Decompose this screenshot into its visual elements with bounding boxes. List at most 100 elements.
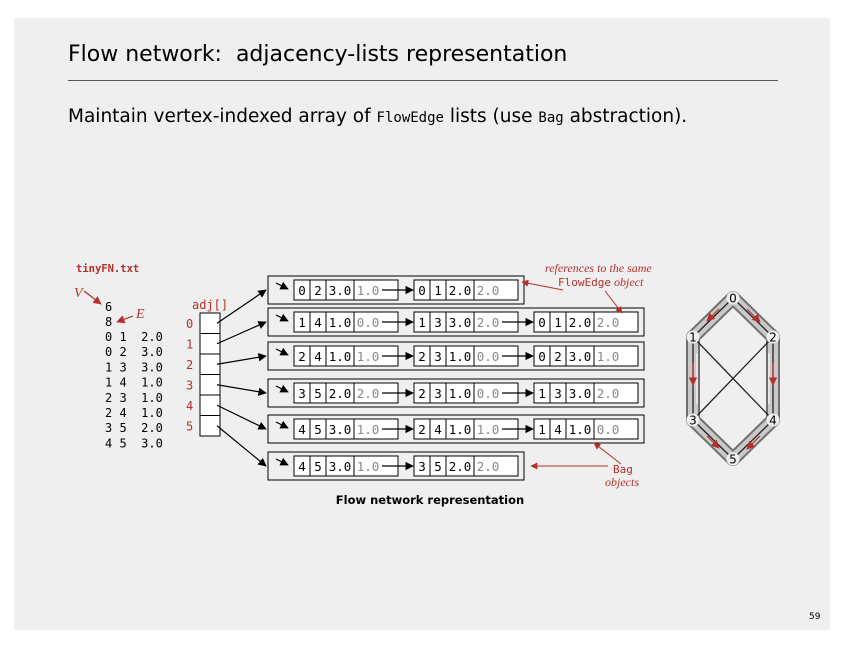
annotation-references: references to the same xyxy=(545,261,652,275)
edge-from: 2 xyxy=(418,349,426,364)
edge-flow: 2.0 xyxy=(597,315,620,330)
edge-flow: 0.0 xyxy=(357,315,380,330)
flow-arrow-0-1 xyxy=(706,308,720,322)
vertex-label-2: 2 xyxy=(769,331,777,345)
bag-head-arrow-3 xyxy=(275,384,289,393)
edge-list: 0 1 2.00 2 3.01 3 3.01 4 1.02 3 1.02 4 1… xyxy=(105,330,163,450)
edge-flow: 1.0 xyxy=(477,422,500,437)
v-value: 6 xyxy=(105,300,112,314)
edge-line-5: 2 4 1.0 xyxy=(105,406,163,420)
edge-to: 5 xyxy=(314,422,322,437)
edge-from: 2 xyxy=(418,422,426,437)
edge-flow: 2.0 xyxy=(477,283,500,298)
e-label: E xyxy=(135,307,145,322)
annotation-flowedge-object: FlowEdge object xyxy=(558,275,644,289)
edge-from: 0 xyxy=(538,349,546,364)
edge-flow: 2.0 xyxy=(477,459,500,474)
adj-pointer-0 xyxy=(216,289,267,324)
edge-flow: 2.0 xyxy=(597,386,620,401)
edge-capacity: 3.0 xyxy=(329,459,352,474)
edge-flow: 2.0 xyxy=(477,315,500,330)
edge-to: 2 xyxy=(554,349,562,364)
edge-line-6: 3 5 2.0 xyxy=(105,421,163,435)
edge-from: 0 xyxy=(418,283,426,298)
vertex-5 xyxy=(726,452,740,466)
title-rule xyxy=(68,80,778,81)
edge-to: 2 xyxy=(314,283,322,298)
edge-from: 4 xyxy=(298,459,306,474)
adj-index-0: 0 xyxy=(186,317,193,331)
edge-from: 0 xyxy=(298,283,306,298)
flow-arrow-3-5 xyxy=(706,435,720,449)
annotation-bag-objects: objects xyxy=(605,475,639,489)
edge-capacity: 2.0 xyxy=(449,283,472,298)
edge-capacity: 1.0 xyxy=(449,386,472,401)
edge-from: 1 xyxy=(298,315,306,330)
edge-flow: 1.0 xyxy=(357,349,380,364)
ref-arrow-2 xyxy=(604,290,623,314)
edge-from: 2 xyxy=(418,386,426,401)
edge-from: 3 xyxy=(418,459,426,474)
edge-from: 3 xyxy=(298,386,306,401)
edge-capacity: 1.0 xyxy=(449,422,472,437)
edge-2-3 xyxy=(692,336,774,421)
edge-line-4: 2 3 1.0 xyxy=(105,391,163,405)
edge-capacity: 3.0 xyxy=(329,422,352,437)
edge-from: 1 xyxy=(538,386,546,401)
vertex-label-0: 0 xyxy=(729,292,737,306)
adj-index-2: 2 xyxy=(186,358,193,372)
vertex-3 xyxy=(686,413,700,427)
edge-to: 3 xyxy=(434,315,442,330)
edge-capacity: 1.0 xyxy=(569,422,592,437)
edge-capacity: 1.0 xyxy=(449,349,472,364)
adj-pointer-4 xyxy=(216,404,267,430)
diagram-caption: Flow network representation xyxy=(336,493,524,507)
file-name: tinyFN.txt xyxy=(76,263,139,275)
edge-flow: 1.0 xyxy=(597,349,620,364)
e-value: 8 xyxy=(105,315,112,329)
adj-index-5: 5 xyxy=(186,420,193,434)
slide-subtitle: Maintain vertex-indexed array of FlowEdg… xyxy=(68,106,687,127)
v-arrow xyxy=(83,290,102,305)
edge-capacity: 2.0 xyxy=(449,459,472,474)
adj-index-1: 1 xyxy=(186,338,193,352)
edge-capacity: 1.0 xyxy=(329,349,352,364)
edge-flow: 0.0 xyxy=(477,349,500,364)
edge-capacity: 3.0 xyxy=(449,315,472,330)
edge-to: 4 xyxy=(554,422,562,437)
flow-arrow-4-5 xyxy=(746,435,761,450)
slide-title: Flow network: adjacency-lists representa… xyxy=(68,42,568,67)
edge-to: 3 xyxy=(434,386,442,401)
vertex-0 xyxy=(726,291,740,305)
edge-line-0: 0 1 2.0 xyxy=(105,330,163,344)
subtitle-text-3: abstraction). xyxy=(563,106,688,127)
bag-head-arrow-5 xyxy=(275,457,289,466)
annotations: references to the same FlowEdge object B… xyxy=(336,261,653,507)
edge-line-2: 1 3 3.0 xyxy=(105,360,163,374)
adj-cell-5 xyxy=(199,415,221,437)
edge-to: 5 xyxy=(314,386,322,401)
edge-to: 3 xyxy=(554,386,562,401)
annotation-bag: Bag xyxy=(613,463,633,476)
edge-to: 4 xyxy=(314,349,322,364)
